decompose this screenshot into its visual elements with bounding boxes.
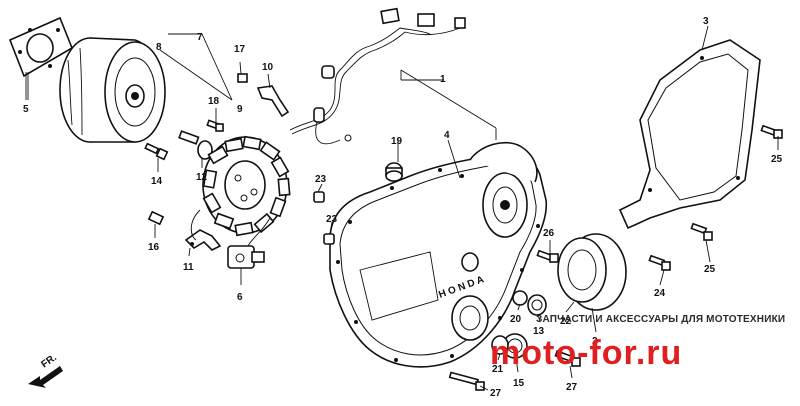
callout-7: 7 xyxy=(197,32,203,43)
part-2-cap xyxy=(557,233,627,311)
front-direction-arrow: FR. xyxy=(28,352,63,388)
callout-22: 22 xyxy=(560,316,572,327)
callout-13: 13 xyxy=(533,326,545,337)
callout-15: 15 xyxy=(513,378,525,389)
callout-27b: 27 xyxy=(490,388,502,399)
watermark-tagline: ЗАПЧАСТИ И АКСЕССУАРЫ ДЛЯ МОТОТЕХНИКИ xyxy=(536,314,785,325)
callout-16: 16 xyxy=(148,242,160,253)
part-11-bracket xyxy=(184,229,222,251)
callout-14: 14 xyxy=(151,176,163,187)
callout-17: 17 xyxy=(234,44,246,55)
callout-9: 9 xyxy=(237,104,243,115)
part-3-sprocket-cover xyxy=(618,39,761,230)
callout-2: 2 xyxy=(592,336,598,347)
bolts-right xyxy=(448,124,783,391)
callout-5: 5 xyxy=(23,104,29,115)
watermark: ЗАПЧАСТИ И АКСЕССУАРЫ ДЛЯ МОТОТЕХНИКИ mo… xyxy=(490,314,785,372)
callout-18: 18 xyxy=(208,96,220,107)
part-9-stator xyxy=(202,135,291,237)
callout-23b: 23 xyxy=(326,214,338,225)
callout-3: 3 xyxy=(703,16,709,27)
part-4-crankcase-cover: H O N D A xyxy=(329,141,548,368)
callout-21: 21 xyxy=(492,364,504,375)
callout-27a: 27 xyxy=(566,382,578,393)
part-6-pulse-generator xyxy=(227,245,265,269)
callout-6: 6 xyxy=(237,292,243,303)
callout-24: 24 xyxy=(654,288,666,299)
callout-19: 19 xyxy=(391,136,403,147)
callout-26: 26 xyxy=(543,228,555,239)
callout-25a: 25 xyxy=(771,154,783,165)
part-10-clamp xyxy=(256,85,290,118)
callout-23a: 23 xyxy=(315,174,327,185)
callout-1: 1 xyxy=(440,74,446,85)
part-7-flywheel xyxy=(59,37,166,143)
callout-10: 10 xyxy=(262,62,274,73)
svg-text:FR.: FR. xyxy=(39,352,59,370)
callout-4: 4 xyxy=(444,130,450,141)
callout-20: 20 xyxy=(510,314,522,325)
watermark-logo: moto-for.ru xyxy=(490,334,682,372)
wiring-harness xyxy=(190,7,466,247)
leader-lines xyxy=(25,25,779,391)
callout-labels: 5 8 7 17 10 9 18 12 14 16 11 6 1 19 4 23… xyxy=(23,16,783,399)
bushings xyxy=(313,162,403,245)
plugs xyxy=(491,290,547,359)
part-5-gasket xyxy=(8,16,73,100)
callout-25b: 25 xyxy=(704,264,716,275)
callout-8: 8 xyxy=(156,42,162,53)
callout-11: 11 xyxy=(183,262,194,273)
bolts-left xyxy=(144,73,248,226)
callout-12: 12 xyxy=(196,172,208,183)
